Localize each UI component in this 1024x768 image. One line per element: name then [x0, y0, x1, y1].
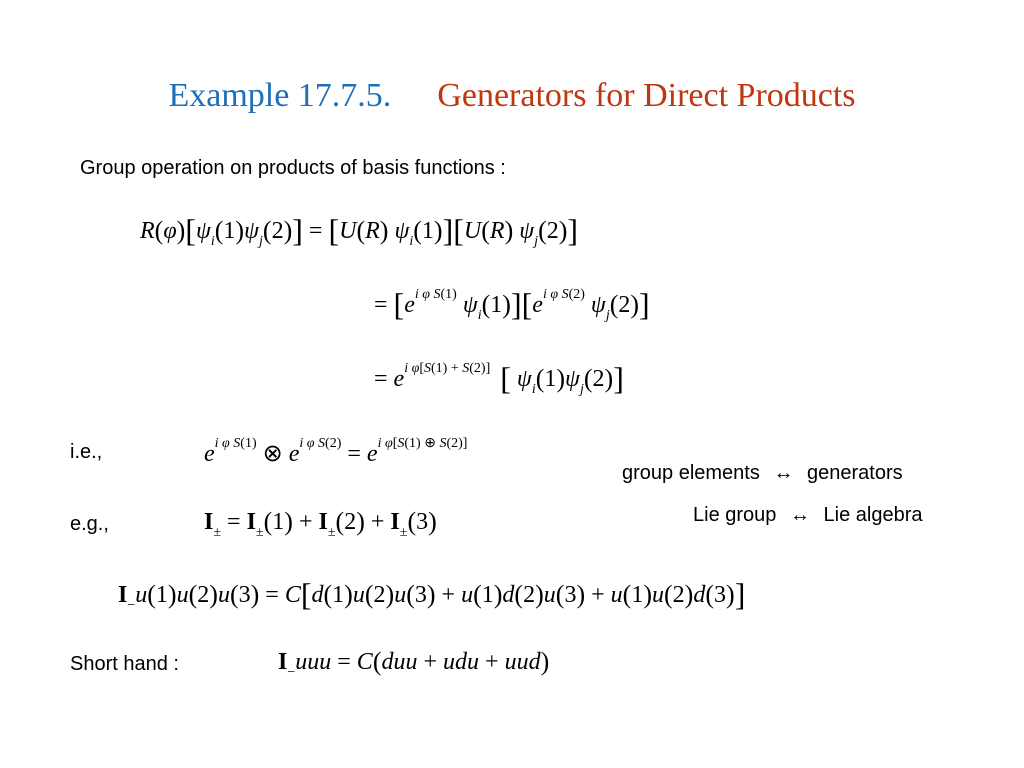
title-text: Generators for Direct Products [437, 77, 856, 114]
correspondence-lie: Lie group ↔ Lie algebra [693, 503, 923, 527]
equation-combined-exponential: =ei φ[S(1) + S(2)][ ψi(1)ψj(2)] [374, 360, 624, 397]
equation-tensor-product: ei φ S(1)⊗ei φ S(2)=ei φ[S(1) ⊕ S(2)] [204, 436, 468, 468]
slide-title: Example 17.7.5. Generators for Direct Pro… [0, 72, 1024, 120]
correspondence-left: group elements [622, 462, 760, 484]
correspondence-group-generators: group elements ↔ generators [622, 461, 903, 485]
equation-lowering-operator: I−u(1)u(2)u(3)=C[d(1)u(2)u(3)+u(1)d(2)u(… [118, 576, 746, 613]
ie-label: i.e., [70, 441, 103, 463]
correspondence-left: Lie group [693, 504, 777, 526]
equation-exponential-factors: =[ei φ S(1) ψi(1)][ei φ S(2) ψj(2)] [374, 286, 650, 323]
intro-text: Group operation on products of basis fun… [80, 157, 506, 179]
shorthand-label: Short hand : [70, 653, 179, 675]
equation-shorthand: I−uuu=C(duu+udu+uud) [278, 647, 550, 680]
title-number: Example 17.7.5. [168, 77, 392, 114]
equation-generator-sum: I±=I±(1)+I±(2)+I±(3) [204, 507, 437, 540]
double-arrow-icon: ↔ [789, 504, 810, 526]
eg-label: e.g., [70, 513, 109, 535]
equation-group-operation: R(φ)[ψi(1)ψj(2)]=[U(R) ψi(1)][U(R) ψj(2)… [140, 212, 579, 249]
correspondence-right: generators [807, 462, 903, 484]
double-arrow-icon: ↔ [773, 462, 794, 484]
correspondence-right: Lie algebra [823, 504, 923, 526]
